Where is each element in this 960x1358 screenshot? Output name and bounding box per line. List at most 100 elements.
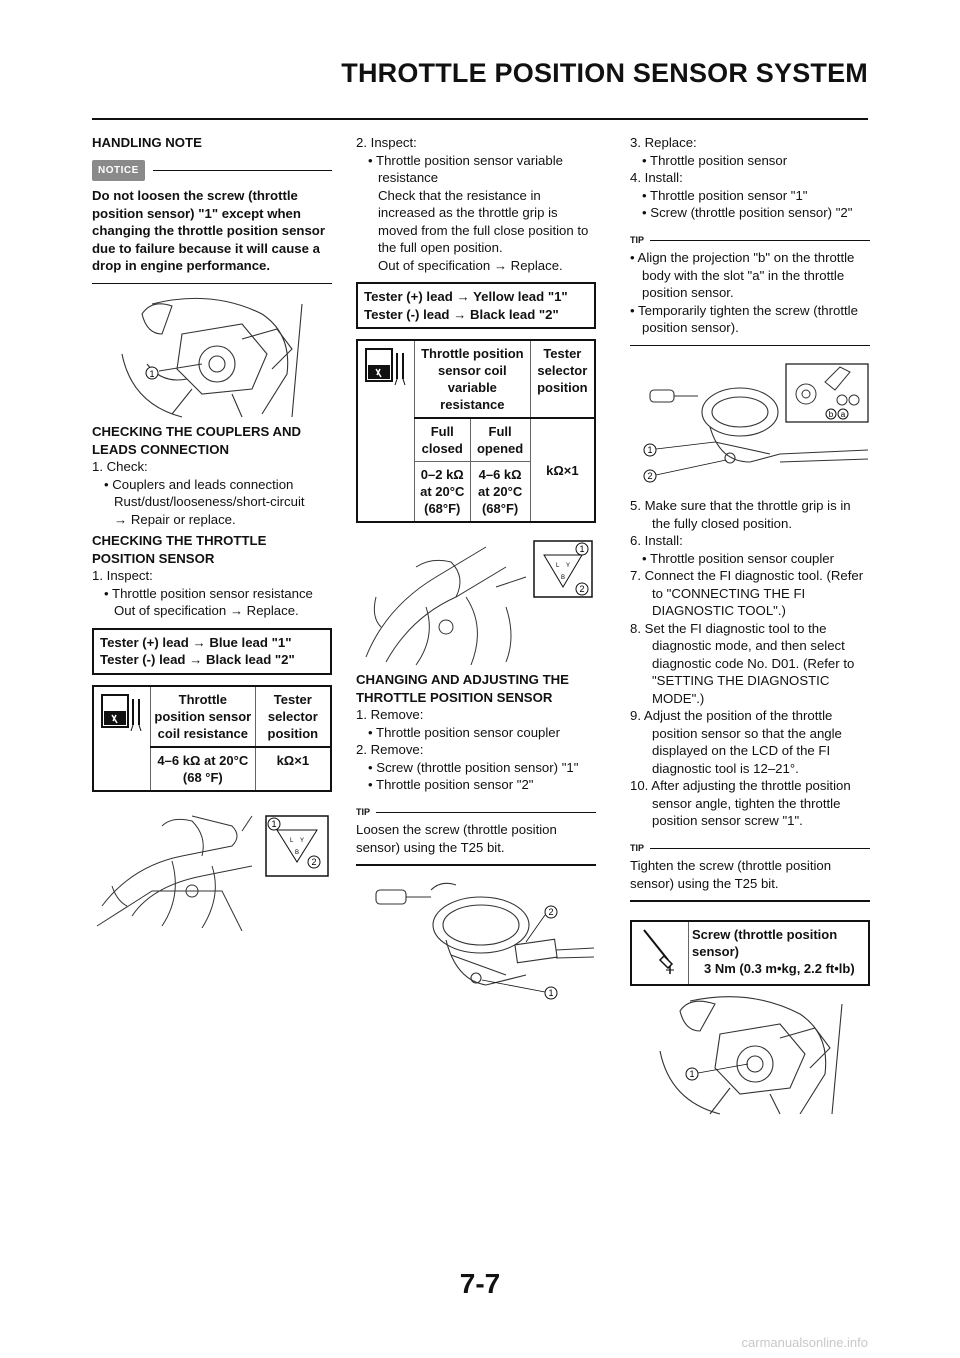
tip-text: Loosen the screw (throttle position sens…	[356, 822, 557, 855]
torque-icon-cell	[630, 920, 689, 985]
remove2-bullet-2: • Throttle position sensor "2"	[368, 777, 534, 792]
inspect2-out: Out of specification → Replace.	[378, 257, 563, 273]
handling-note-heading: HANDLING NOTE	[92, 135, 202, 150]
svg-text:Y: Y	[300, 838, 304, 844]
inspect2-step: 2. Inspect:	[356, 135, 417, 150]
remove1-bullet: • Throttle position sensor coupler	[368, 724, 561, 740]
notice-text: Do not loosen the screw (throttle positi…	[92, 188, 325, 273]
variable-resistance-table: Throttle position sensor coil variable r…	[356, 339, 596, 523]
page-title: THROTTLE POSITION SENSOR SYSTEM	[341, 58, 868, 88]
watermark: carmanualsonline.info	[741, 1335, 868, 1350]
figure-coupler-2: L Y B 1 2	[356, 537, 596, 667]
page-number: 7-7	[459, 1268, 501, 1299]
full-closed-value: 0–2 kΩ at 20°C (68°F)	[414, 461, 471, 523]
notice-badge: NOTICE	[92, 159, 145, 181]
callout-a: a	[841, 410, 846, 419]
step-6-bullet: • Throttle position sensor coupler	[642, 550, 835, 566]
tip-rule-2	[650, 239, 870, 241]
lead-minus-2: Tester (-) lead → Black lead "2"	[364, 306, 559, 322]
tester-icon-cell-2	[356, 339, 415, 523]
callout-1: 1	[647, 445, 652, 455]
install-bullet-1: • Throttle position sensor "1"	[642, 187, 808, 203]
svg-text:L: L	[290, 838, 294, 844]
throttle-body-illustration: 2 1	[375, 882, 595, 999]
resistance-table: Throttle position sensor coil resistance…	[92, 684, 332, 792]
inspect-out: Out of specification → Replace.	[114, 603, 299, 618]
selector-value: kΩ×1	[254, 746, 332, 791]
svg-text:L: L	[556, 563, 560, 569]
engine-illustration: 1	[121, 297, 303, 418]
callout-b: b	[829, 410, 834, 419]
header-rule	[92, 118, 868, 120]
tip-rule	[376, 811, 596, 813]
callout-2: 2	[647, 471, 652, 481]
col-resistance-header: Throttle position sensor coil resistance	[150, 685, 256, 748]
inspect2-check: Check that the resistance in increased a…	[378, 187, 589, 256]
inspect2-bullet: • Throttle position sensor variable resi…	[368, 152, 563, 186]
tip-tighten: • Temporarily tighten the screw (throttl…	[630, 302, 858, 336]
selector-value-2: kΩ×1	[529, 417, 596, 523]
full-closed-header: Full closed	[414, 417, 471, 462]
remove2-bullet-1: • Screw (throttle position sensor) "1"	[368, 759, 579, 775]
lead-plus-2: Tester (+) lead → Yellow lead "1"	[364, 289, 568, 304]
alignment-illustration: b a 1 2	[643, 363, 869, 483]
step-7: 7. Connect the FI diagnostic tool. (Refe…	[630, 568, 864, 618]
lead-box: Tester (+) lead → Blue lead "1" Tester (…	[92, 627, 332, 675]
check-step: 1. Check:	[92, 459, 148, 474]
notice-rule	[152, 169, 332, 171]
callout-1: 1	[271, 819, 276, 829]
figure-coupler-1: L Y B 1 2	[92, 806, 332, 931]
multimeter-icon	[101, 693, 142, 731]
check-bullet: • Couplers and leads connection	[104, 476, 294, 492]
callout-1: 1	[149, 369, 154, 379]
coupler-illustration-2: L Y B 1 2	[365, 540, 593, 666]
figure-alignment: b a 1 2	[630, 362, 870, 487]
step-9: 9. Adjust the position of the throttle p…	[630, 708, 842, 776]
multimeter-icon	[365, 348, 406, 386]
tip-end-rule-3	[630, 900, 870, 902]
col-selector-header: Tester selector position	[254, 685, 332, 748]
tip-header-3: TIP	[630, 840, 870, 858]
figure-tps-screw: 1	[92, 294, 332, 419]
step-6: 6. Install:	[630, 533, 683, 548]
engine-illustration-2: 1	[659, 995, 843, 1115]
tip-align: • Align the projection "b" on the thrott…	[630, 250, 855, 300]
lead-box-2: Tester (+) lead → Yellow lead "1" Tester…	[356, 282, 596, 329]
col-variable-header: Throttle position sensor coil variable r…	[414, 339, 531, 419]
callout-1: 1	[689, 1069, 694, 1079]
tip-header: TIP	[356, 804, 596, 822]
column-2: 2. Inspect: • Throttle position sensor v…	[356, 130, 596, 1005]
svg-text:B: B	[561, 575, 565, 581]
tip-rule-3	[650, 847, 870, 849]
resistance-value: 4–6 kΩ at 20°C (68 °F)	[150, 746, 256, 791]
callout-2: 2	[579, 584, 584, 594]
remove1-step: 1. Remove:	[356, 707, 424, 722]
tester-icon-cell	[92, 685, 151, 792]
step-5: 5. Make sure that the throttle grip is i…	[630, 498, 851, 531]
couplers-heading: CHECKING THE COUPLERS AND LEADS CONNECTI…	[92, 424, 302, 457]
install-bullet-2: • Screw (throttle position sensor) "2"	[642, 205, 853, 220]
tip-label-3: TIP	[630, 842, 645, 853]
callout-1: 1	[548, 988, 553, 998]
callout-2: 2	[548, 907, 553, 917]
changing-heading: CHANGING AND ADJUSTING THE THROTTLE POSI…	[356, 672, 569, 705]
figure-screw-final: 1	[630, 995, 870, 1116]
inspect-step: 1. Inspect:	[92, 568, 153, 583]
replace-step: 3. Replace:	[630, 135, 697, 150]
tip-header-2: TIP	[630, 232, 870, 250]
step-10: 10. After adjusting the throttle positio…	[630, 778, 851, 828]
torque-value: 3 Nm (0.3 m•kg, 2.2 ft•lb)	[704, 960, 855, 976]
tip-end-rule-2	[630, 344, 870, 346]
column-1: HANDLING NOTE NOTICE Do not loosen the s…	[92, 130, 332, 931]
tip-t25: Tighten the screw (throttle position sen…	[630, 858, 832, 891]
col-selector-header-2: Tester selector position	[529, 339, 596, 419]
install-step: 4. Install:	[630, 170, 683, 185]
check-detail: Rust/dust/looseness/short-circuit	[114, 494, 305, 509]
tps-heading: CHECKING THE THROTTLE POSITION SENSOR	[92, 533, 267, 566]
coupler-illustration: L Y B 1 2	[96, 814, 329, 931]
callout-2: 2	[311, 857, 316, 867]
check-action: → Repair or replace.	[114, 511, 236, 527]
notice-end-rule	[92, 282, 332, 284]
tip-label: TIP	[356, 806, 371, 817]
notice-header: NOTICE	[92, 159, 332, 181]
